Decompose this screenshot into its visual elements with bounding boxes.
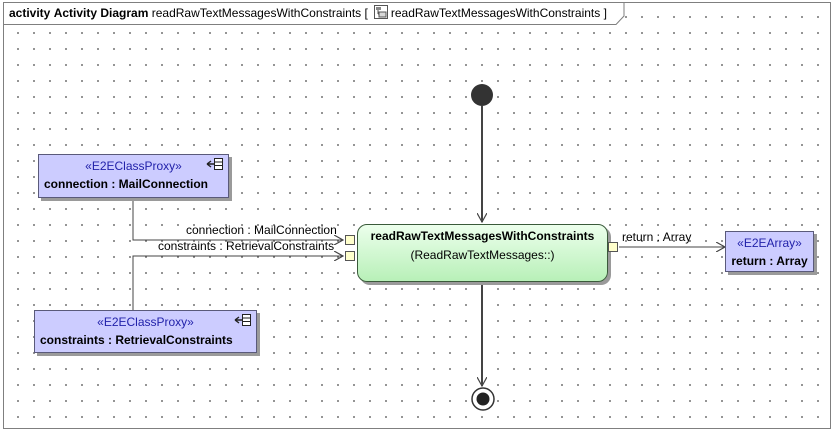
diagram-title: activity Activity Diagram readRawTextMes…: [9, 5, 607, 23]
return-array-stereotype: «E2EArray»: [737, 236, 802, 250]
action-name: readRawTextMessagesWithConstraints: [370, 229, 595, 243]
diagram-icon: [373, 5, 388, 23]
diagram-context: readRawTextMessagesWithConstraints: [390, 6, 601, 21]
connection-proxy-stereotype: «E2EClassProxy»: [85, 159, 182, 173]
edge-label-connection: connection : MailConnection: [186, 223, 337, 237]
diagram-frame: [3, 2, 831, 429]
return-array-name: return : Array: [731, 254, 808, 268]
connection-proxy-name: connection : MailConnection: [44, 177, 208, 191]
output-pin-return[interactable]: [608, 242, 618, 252]
connection-proxy-node[interactable]: «E2EClassProxy» connection : MailConnect…: [38, 154, 229, 198]
class-proxy-icon: [234, 314, 252, 329]
constraints-proxy-node[interactable]: «E2EClassProxy» constraints : RetrievalC…: [34, 310, 257, 353]
return-array-node[interactable]: «E2EArray» return : Array: [725, 231, 814, 272]
action-behavior: (ReadRawTextMessages::): [410, 248, 555, 262]
final-node-icon[interactable]: [471, 387, 495, 411]
constraints-proxy-stereotype: «E2EClassProxy»: [97, 315, 194, 329]
edge-connection[interactable]: [132, 198, 343, 240]
edge-constraints[interactable]: [132, 256, 343, 310]
action-node[interactable]: readRawTextMessagesWithConstraints (Read…: [357, 224, 608, 282]
edge-label-return: return : Array: [622, 230, 692, 244]
diagram-title-tab: [3, 2, 625, 25]
input-pin-constraints[interactable]: [345, 251, 355, 261]
edge-label-constraints: constraints : RetrievalConstraints: [158, 239, 335, 253]
initial-node-icon[interactable]: [471, 84, 493, 106]
class-proxy-icon: [206, 158, 224, 173]
input-pin-connection[interactable]: [345, 235, 355, 245]
diagram-name: readRawTextMessagesWithConstraints: [151, 6, 362, 21]
constraints-proxy-name: constraints : RetrievalConstraints: [40, 333, 233, 347]
diagram-kind: activity: [9, 6, 51, 21]
diagram-type-label: Activity Diagram: [53, 6, 149, 21]
